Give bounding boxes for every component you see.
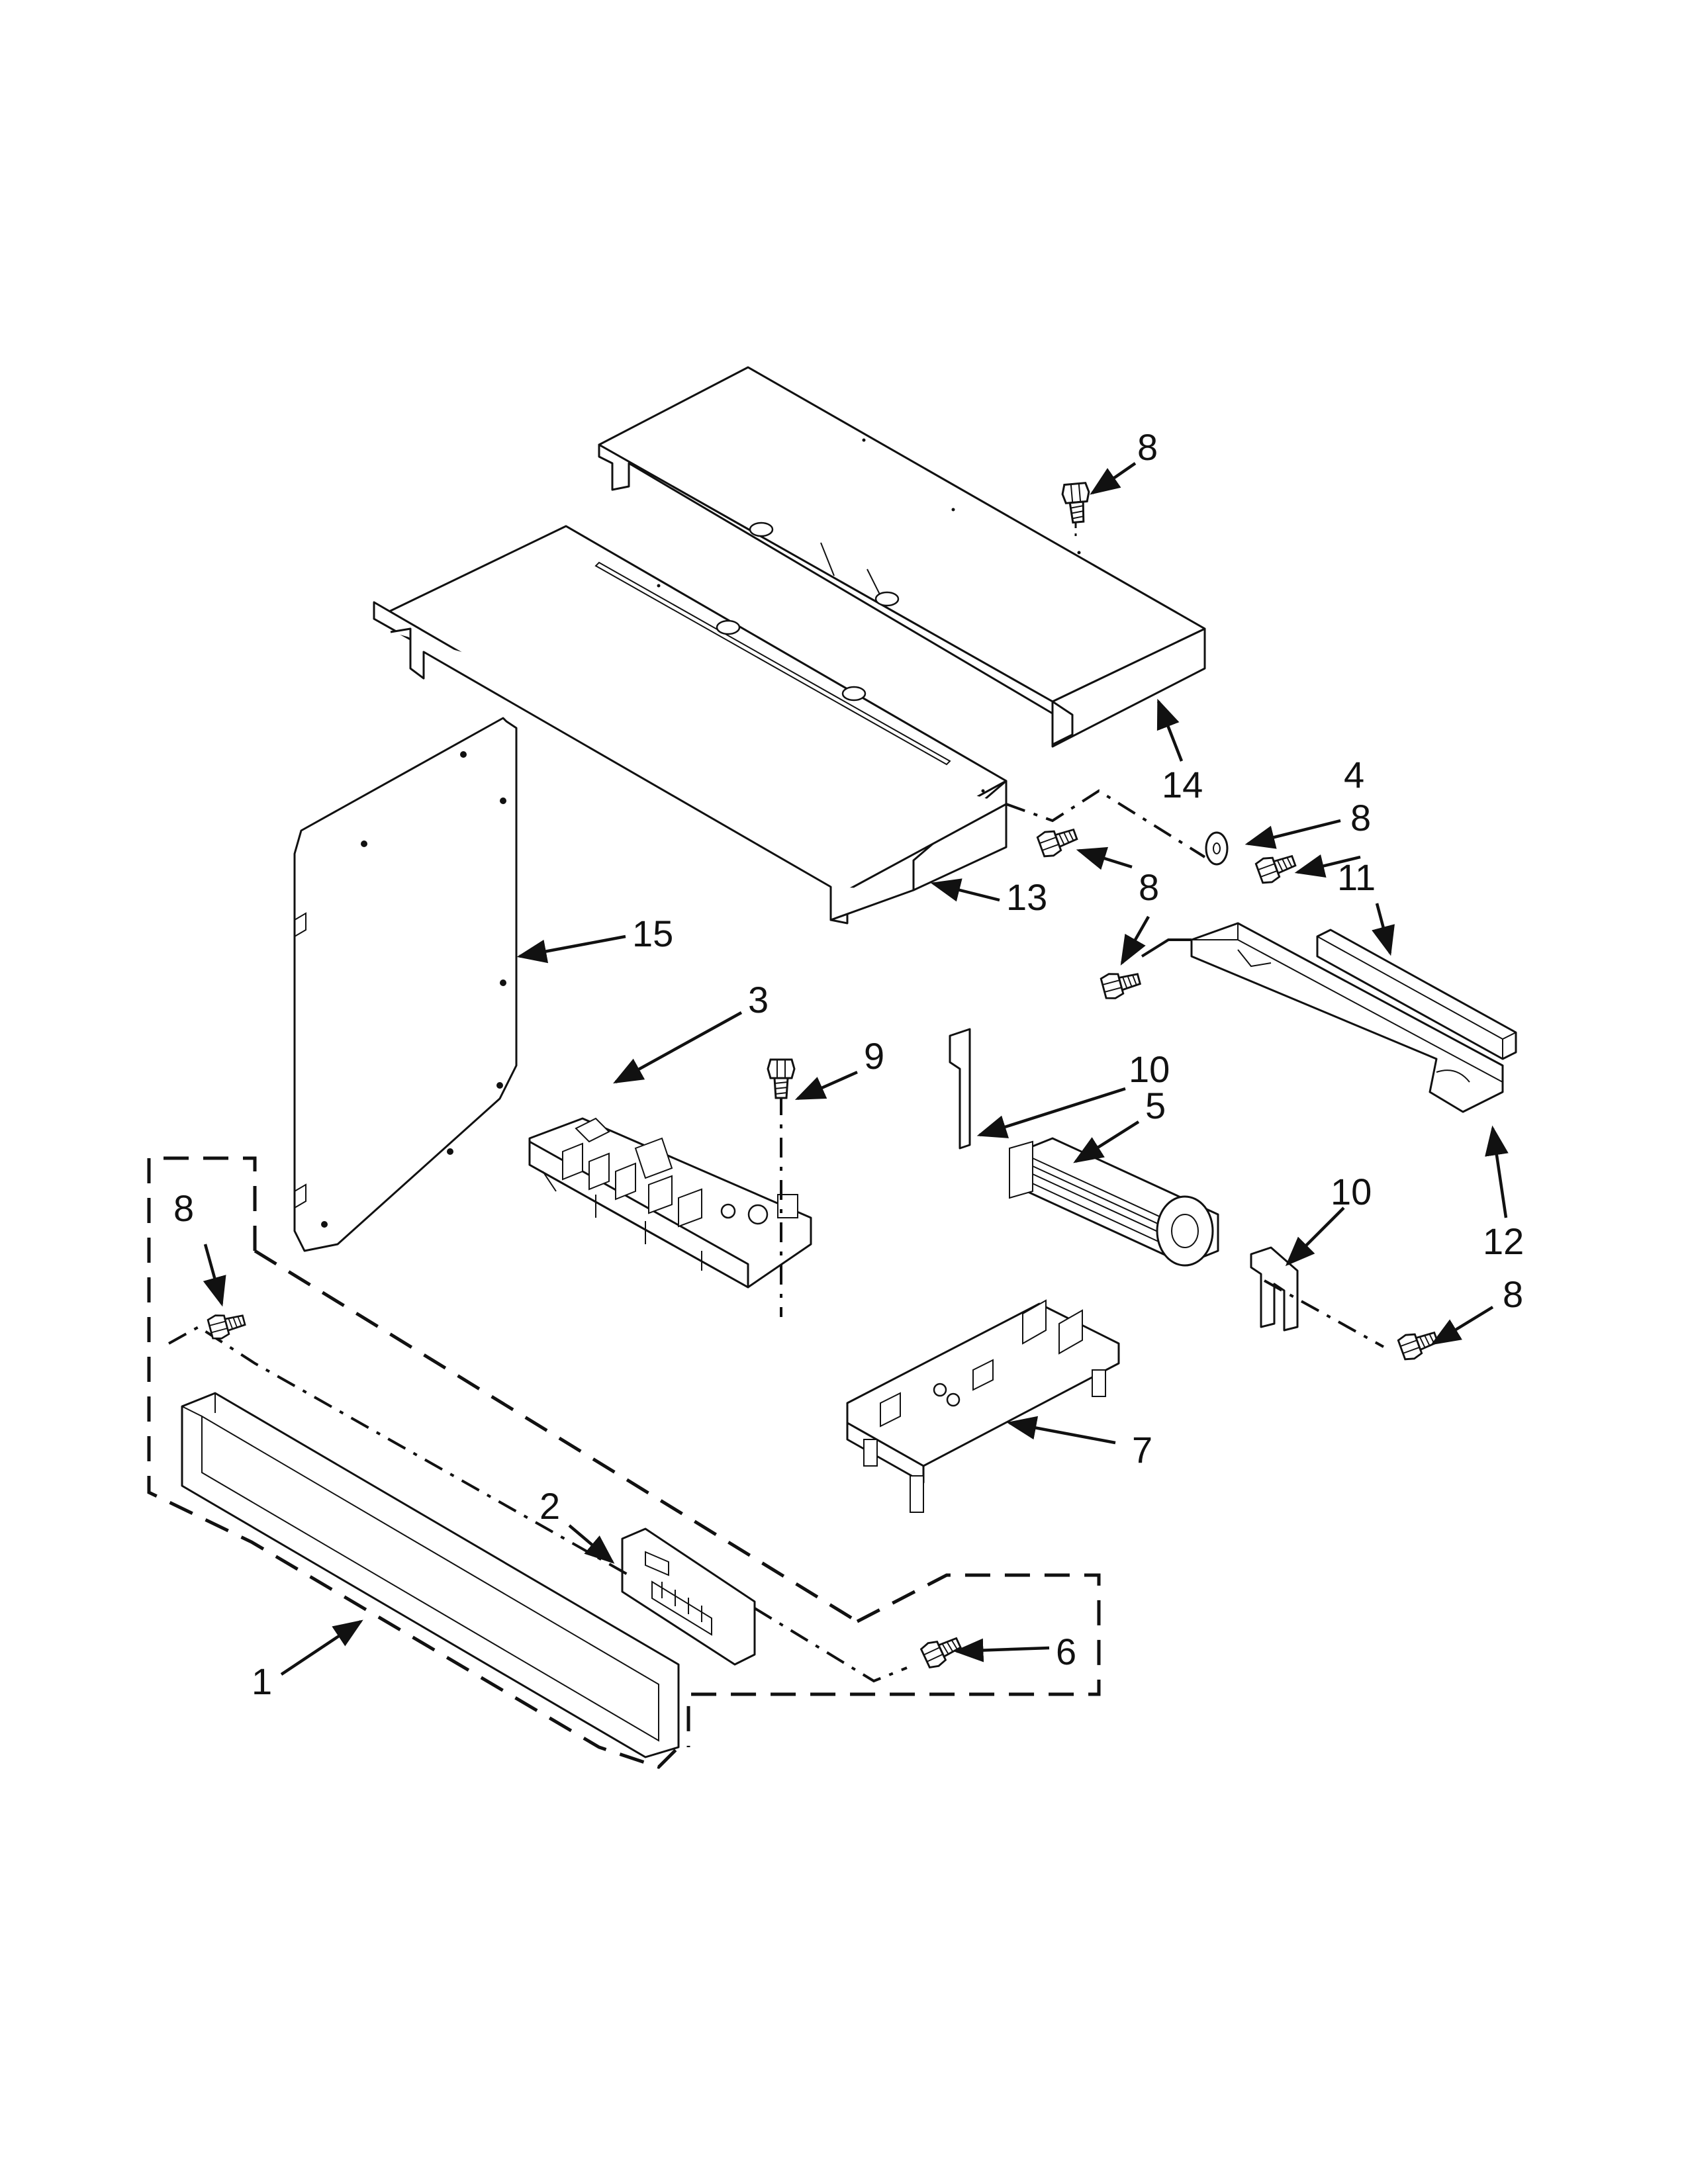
callout-8-left: 8 [173,1187,194,1229]
leader-arrows [203,462,1509,1676]
mounting-bracket [1190,922,1504,1113]
screw-8-bracket [1099,966,1143,1002]
callout-11: 11 [1337,856,1376,898]
side-panel [293,717,518,1252]
callout-12: 12 [1483,1220,1524,1262]
small-bracket-lower [1250,1246,1299,1332]
callout-6: 6 [1056,1631,1076,1672]
callout-labels: 8 14 4 8 11 8 13 15 3 9 10 5 10 12 8 8 7… [173,426,1524,1702]
callout-7: 7 [1132,1429,1152,1471]
callout-9: 9 [864,1035,884,1077]
callout-14: 14 [1162,764,1203,805]
top-shield-upper [598,366,1206,748]
screw-8-top [1060,481,1093,525]
callout-8-right: 8 [1350,797,1371,839]
screw-8-right [1254,848,1299,886]
callout-15: 15 [632,913,673,954]
callout-5: 5 [1145,1085,1166,1126]
callout-10-upper: 10 [1129,1048,1170,1090]
insulation-strip [1316,929,1517,1060]
callout-8-shield: 8 [1139,866,1159,908]
callout-8-top: 8 [1137,426,1158,468]
screw-8-left [206,1308,248,1342]
callout-2: 2 [539,1485,560,1527]
screw-9 [767,1058,796,1099]
top-shield-lower [373,525,1008,925]
control-panel-trim [181,1392,680,1758]
callout-8-lower-right: 8 [1503,1273,1523,1315]
user-interface-board [621,1527,756,1666]
callout-4: 4 [1344,754,1364,796]
callout-1: 1 [252,1661,272,1702]
control-board [528,1117,812,1289]
callout-13: 13 [1006,876,1047,918]
cooling-fan [1009,1137,1219,1267]
small-bracket-upper [949,1028,971,1150]
callout-10-lower: 10 [1331,1171,1372,1212]
callout-3: 3 [748,979,769,1021]
relay-board [846,1299,1120,1513]
washer-4 [1205,831,1229,866]
screw-8-shield [1035,821,1081,860]
